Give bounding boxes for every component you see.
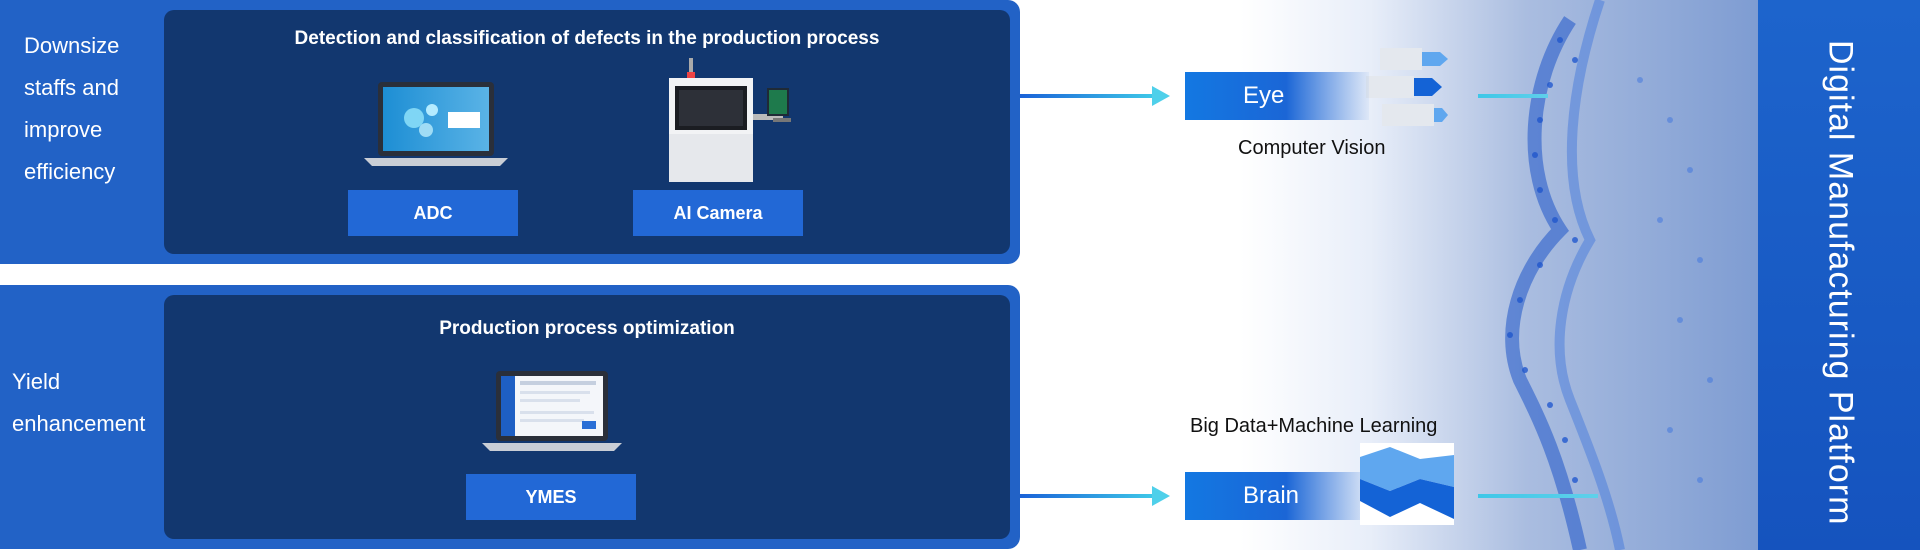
laptop-icon (482, 371, 622, 451)
eye-stack-icon (1366, 48, 1448, 126)
arrow-to-brain (1020, 486, 1170, 506)
process-optimization-panel: Yield enhancement Production process opt… (0, 285, 1020, 549)
yield-side-text: Yield enhancement (12, 369, 146, 436)
big-data-caption: Big Data+Machine Learning (1190, 415, 1438, 437)
efficiency-side-text: Downsize staffs and improve efficiency (24, 33, 120, 184)
defect-detection-inner: Detection and classification of defects … (164, 10, 1010, 254)
ai-camera-button[interactable]: AI Camera (633, 190, 803, 236)
digital-face-icon (1505, 0, 1713, 550)
inspection-machine-icon (669, 58, 791, 182)
laptop-icon (364, 82, 508, 166)
eye-connector-line (1478, 94, 1548, 98)
data-chart-icon (1360, 443, 1454, 525)
computer-vision-caption: Computer Vision (1238, 137, 1386, 159)
brain-box: Brain (1185, 472, 1369, 520)
eye-box: Eye (1185, 72, 1369, 120)
defect-detection-title: Detection and classification of defects … (294, 28, 880, 49)
process-optimization-title: Production process optimization (439, 318, 735, 339)
platform-bar (1758, 0, 1920, 550)
adc-button[interactable]: ADC (348, 190, 518, 236)
defect-detection-panel: Downsize staffs and improve efficiency D… (0, 0, 1020, 264)
ymes-button[interactable]: YMES (466, 474, 636, 520)
arrow-to-eye (1020, 86, 1170, 106)
brain-connector-line (1478, 494, 1598, 498)
digital-manufacturing-platform-label: Digital Manufacturing Platform (1821, 40, 1860, 526)
process-optimization-inner: Production process optimization YMES (164, 295, 1010, 539)
